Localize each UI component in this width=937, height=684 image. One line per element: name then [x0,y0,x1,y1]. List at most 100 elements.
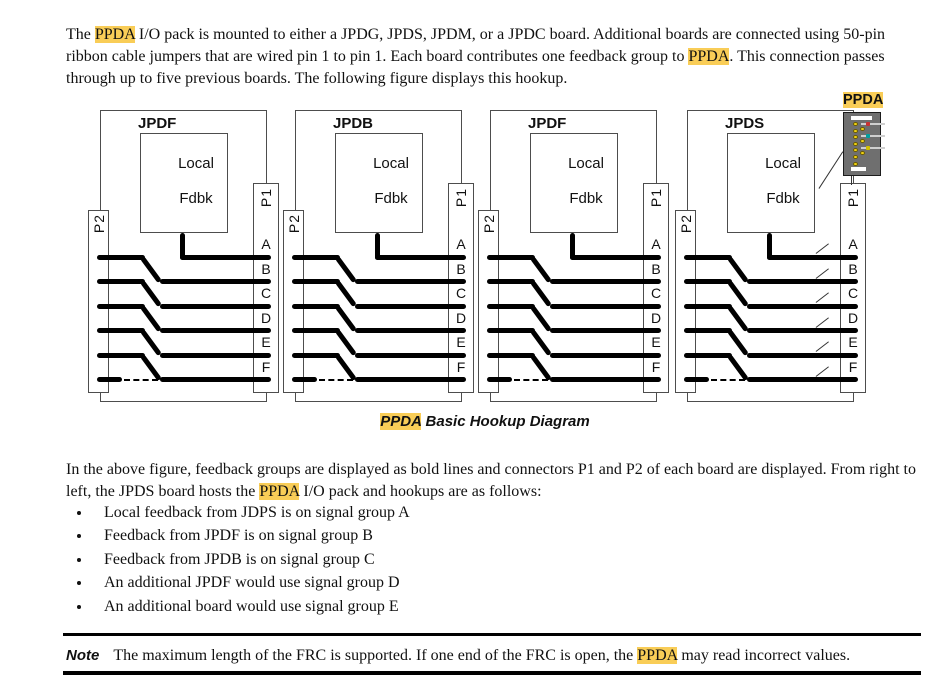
signal-group-label: C [455,285,467,301]
hookup-list: Local feedback from JDPS is on signal gr… [78,501,792,618]
board-title: JPDF [138,115,177,132]
pack-chip [866,145,870,150]
p2-connector-label: P2 [88,214,109,254]
feedback-wire [767,254,858,260]
signal-group-label: E [456,334,466,350]
feedback-wire [747,279,858,284]
signal-group-label: F [651,358,661,375]
ppda-label: PPDA [843,92,884,108]
signal-group-label: B [848,260,858,277]
pack-terminal-dot [860,151,865,155]
figure-caption: PPDA Basic Hookup Diagram [85,413,885,430]
list-item: An additional JPDF would use signal grou… [92,571,792,594]
signal-group-label: E [261,334,271,350]
board-title: JPDS [725,115,765,132]
pack-terminal-dot [853,141,858,146]
pack-chip [866,133,870,138]
pack-header-bar [851,116,872,120]
feedback-wire [355,377,466,382]
local-fdbk-label: Fdbk [179,190,213,207]
text-segment: I/O pack and hookups are as follows: [299,483,542,500]
pack-terminal-dot [853,122,858,126]
feedback-wire [684,377,709,382]
feedback-wire [684,328,732,333]
feedback-wire [487,279,535,284]
p1-connector-label: P1 [840,188,866,228]
wire-dashed [124,378,158,381]
feedback-wire [355,279,466,284]
local-fdbk-box [727,133,815,233]
note-bottom-rule [63,671,921,675]
feedback-wire [292,254,340,260]
text-segment: In the above figure, feedback groups are… [66,461,916,500]
feedback-wire [160,303,271,309]
pack-terminal-dot [853,161,858,166]
feedback-wire [292,279,340,284]
feedback-wire [292,377,317,382]
signal-group-label: F [848,358,858,375]
list-item: Feedback from JPDB is on signal group C [92,548,792,571]
signal-group-label: E [848,334,858,350]
feedback-wire [550,328,661,333]
p2-connector-label: P2 [478,214,499,254]
connector-label-text: P2 [90,214,107,234]
local-fdbk-label: Local [373,155,409,172]
text-segment: . This connection passes through up to f… [66,48,885,87]
local-feedback-wire [570,233,575,260]
signal-group-label: F [261,358,271,375]
feedback-wire [747,352,858,358]
feedback-wire [375,254,466,260]
local-fdbk-label: Local [765,155,801,172]
feedback-wire [292,328,340,333]
local-fdbk-label: Fdbk [569,190,603,207]
pack-pin [861,135,885,137]
signal-group-label: D [260,309,272,326]
local-fdbk-box [335,133,423,233]
list-item: Local feedback from JDPS is on signal gr… [92,501,792,524]
p1-connector [840,183,866,393]
note-block: Note The maximum length of the FRC is sup… [66,645,926,667]
signal-group-label: C [650,285,662,301]
feedback-wire [570,254,661,260]
feedback-wire [97,328,145,333]
highlighted-term: PPDA [688,48,730,65]
p1-connector-label: P1 [253,188,279,228]
feedback-wire [292,303,340,309]
signal-group-label: F [456,358,466,375]
highlighted-term: PPDA [94,26,135,43]
pack-terminal-dot [853,128,858,133]
connector-label-text: P1 [453,188,469,208]
feedback-wire [355,352,466,358]
signal-group-label: C [847,285,859,301]
note-label: Note [66,647,100,664]
signal-group-label: C [260,285,272,301]
wire-dashed [711,378,745,381]
feedback-wire [160,352,271,358]
signal-group-label: D [650,309,662,326]
feedback-wire [550,377,661,382]
pack-pin [861,123,885,125]
feedback-wire [550,279,661,284]
list-item: Feedback from JPDF is on signal group B [92,524,792,547]
feedback-wire [97,303,145,309]
local-feedback-wire [180,233,185,260]
intro-paragraph: The PPDA I/O pack is mounted to either a… [66,24,918,90]
pack-footer-bar [851,167,866,171]
wire-dashed [514,378,548,381]
text-segment: The maximum length of the FRC is support… [113,647,638,664]
pack-pin [861,147,885,149]
connector-label-text: P1 [648,188,664,208]
local-fdbk-label: Fdbk [374,190,408,207]
feedback-wire [180,254,271,260]
highlighted-term: PPDA [637,647,678,664]
feedback-wire [97,377,122,382]
signal-group-label: D [455,309,467,326]
signal-group-label: B [261,260,271,277]
p1-connector [253,183,279,393]
connector-label-text: P1 [258,188,274,208]
local-fdbk-box [140,133,228,233]
highlighted-term: PPDA [380,413,422,430]
feedback-wire [747,328,858,333]
connector-label-text: P2 [677,214,694,234]
